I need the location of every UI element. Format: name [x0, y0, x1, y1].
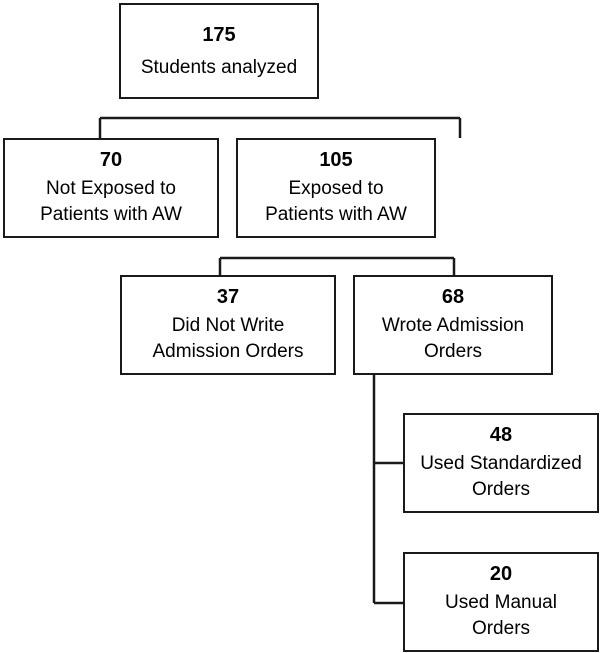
label-not-exposed: Not Exposed to Patients with AW [40, 178, 182, 225]
label-wrote-orders: Wrote Admission Orders [381, 315, 525, 362]
label-did-not-write: Did Not Write Admission Orders [152, 315, 304, 362]
count-exposed: 105 [319, 149, 353, 171]
count-standardized-orders: 48 [489, 424, 513, 446]
box-not-exposed: 70 Not Exposed to Patients with AW [3, 138, 219, 238]
box-exposed: 105 Exposed to Patients with AW [236, 138, 436, 238]
label-exposed: Exposed to Patients with AW [265, 178, 407, 225]
label-manual-orders: Used Manual Orders [445, 592, 557, 639]
count-did-not-write: 37 [216, 286, 240, 308]
box-did-not-write: 37 Did Not Write Admission Orders [120, 275, 336, 375]
box-standardized-orders: 48 Used Standardized Orders [403, 413, 599, 513]
count-not-exposed: 70 [99, 149, 123, 171]
box-students-analyzed: 175 Students analyzed [119, 3, 319, 99]
count-students-analyzed: 175 [202, 24, 236, 46]
label-students-analyzed: Students analyzed [140, 57, 298, 78]
box-manual-orders: 20 Used Manual Orders [403, 552, 599, 652]
box-wrote-orders: 68 Wrote Admission Orders [353, 275, 553, 375]
label-standardized-orders: Used Standardized Orders [420, 453, 582, 500]
count-wrote-orders: 68 [441, 286, 465, 308]
count-manual-orders: 20 [489, 563, 513, 585]
